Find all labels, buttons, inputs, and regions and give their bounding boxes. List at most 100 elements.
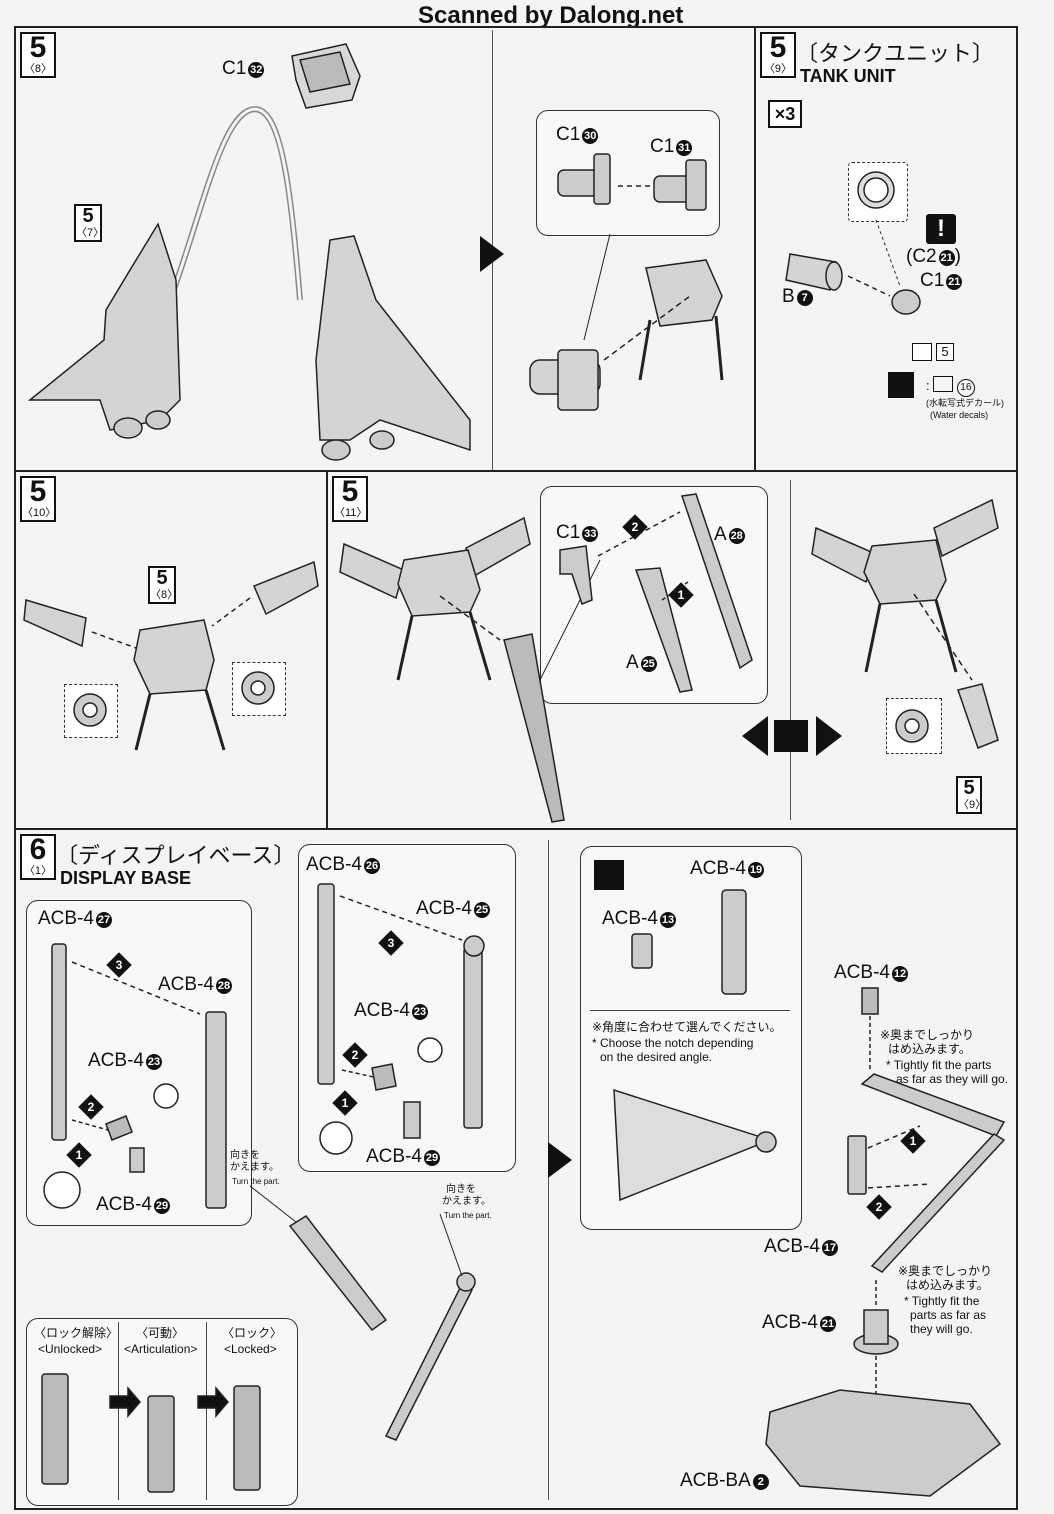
step-number: 6 [20,834,56,866]
tank-assembly-mirrored [811,498,999,749]
step-subnumber: 〈10〉 [20,506,56,522]
angle-note-jp: ※角度に合わせて選んでください。 [592,1020,782,1034]
tank-cap-c1-21 [891,289,921,315]
combined-arm [288,1215,476,1441]
next-arrow [548,1142,572,1178]
row-divider-1 [14,470,1016,472]
angle-diagram [613,1088,777,1202]
joint-part-19 [721,889,747,995]
tight-note-jp-2: はめ込みます。 [888,1042,971,1056]
col-divider-2 [326,470,328,830]
lock-label-en: <Locked> [224,1342,277,1356]
warning-icon: ! [926,214,956,244]
ref-step-number: 5 [956,776,982,800]
display-base-plate [765,1389,1002,1497]
turn-note-jp-1: 向きを [230,1150,260,1161]
unlock-label-jp: 〈ロック解除〉 [34,1326,119,1340]
section-title-jp: 〔タンクユニット〕 [796,41,995,66]
next-arrow [480,236,504,272]
tight-note-jp-2: はめ込みます。 [906,1278,989,1292]
row-divider-2 [14,828,1016,830]
ref-step-subnumber: 〈8〉 [148,588,178,604]
turn-note-jp-2: かえます。 [230,1162,279,1173]
section-title-en: DISPLAY BASE [60,868,192,888]
decal-note-en: (Water decals) [930,410,989,420]
step-subnumber: 〈11〉 [332,506,368,522]
decal-note-jp: (水転写式デカール) [926,398,1004,408]
section-title-en: TANK UNIT [800,66,896,86]
step-subnumber: 〈8〉 [20,62,56,78]
tight-note-en-1: * Tightly fit the [904,1294,980,1308]
lock-divider-2 [206,1322,207,1500]
ref-step-number: 5 [74,204,102,228]
base-connector-21 [853,1309,899,1355]
step-number: 5 [20,32,56,64]
step-subnumber: 〈9〉 [760,62,796,78]
booster-wing-left [27,222,181,439]
turn-note-jp-1: 向きを [446,1184,476,1195]
tight-note-en-2: as far as they will go. [896,1072,1009,1086]
col-divider-1 [754,26,756,472]
ref-step-subnumber: 〈7〉 [74,226,104,242]
sticker-icon [912,343,932,361]
booster-wing-right [315,235,471,461]
articulation-label-jp: 〈可動〉 [136,1326,185,1340]
mirror-symbol [742,716,842,756]
angle-note-en-2: on the desired angle. [600,1050,713,1064]
turn-note-jp-2: かえます。 [442,1196,491,1207]
decal-icon [888,372,914,398]
turn-note-en: Turn the part. [232,1177,280,1186]
articulation-label-en: <Articulation> [124,1342,198,1356]
tight-note-en-2: parts as far as [910,1308,987,1322]
inset-separator [590,1010,790,1011]
angle-note-en-1: * Choose the notch depending [592,1036,754,1050]
tank-mount-assembly [529,259,724,411]
tight-note-jp-1: ※奥までしっかり [880,1028,975,1042]
c1-31-part [653,159,707,211]
page-frame [14,26,1018,1510]
step-subnumber: 〈1〉 [20,864,56,880]
tank-assembly-5-10 [23,560,319,751]
section-title-jp: 〔ディスプレイベース〕 [56,843,296,868]
tight-note-en-1: * Tightly fit the parts [886,1058,992,1072]
quantity-badge: ×3 [768,100,802,128]
antenna-part [503,633,565,823]
sticker-number: 5 [936,343,954,361]
tank-b7 [785,253,843,291]
unlock-label-en: <Unlocked> [38,1342,103,1356]
gas-tube [167,106,303,302]
arm-part-28 [205,1011,227,1209]
thin-divider-2 [790,480,791,820]
arm-part-25 [463,935,485,1129]
step-number: 5 [332,476,368,508]
arm-part-27 [51,943,67,1141]
turn-note-en: Turn the part. [444,1211,492,1220]
mirror-icon [594,860,624,890]
ref-step-subnumber: 〈9〉 [956,798,986,814]
decal-number: : 16 [926,376,975,397]
lock-divider-1 [118,1322,119,1500]
